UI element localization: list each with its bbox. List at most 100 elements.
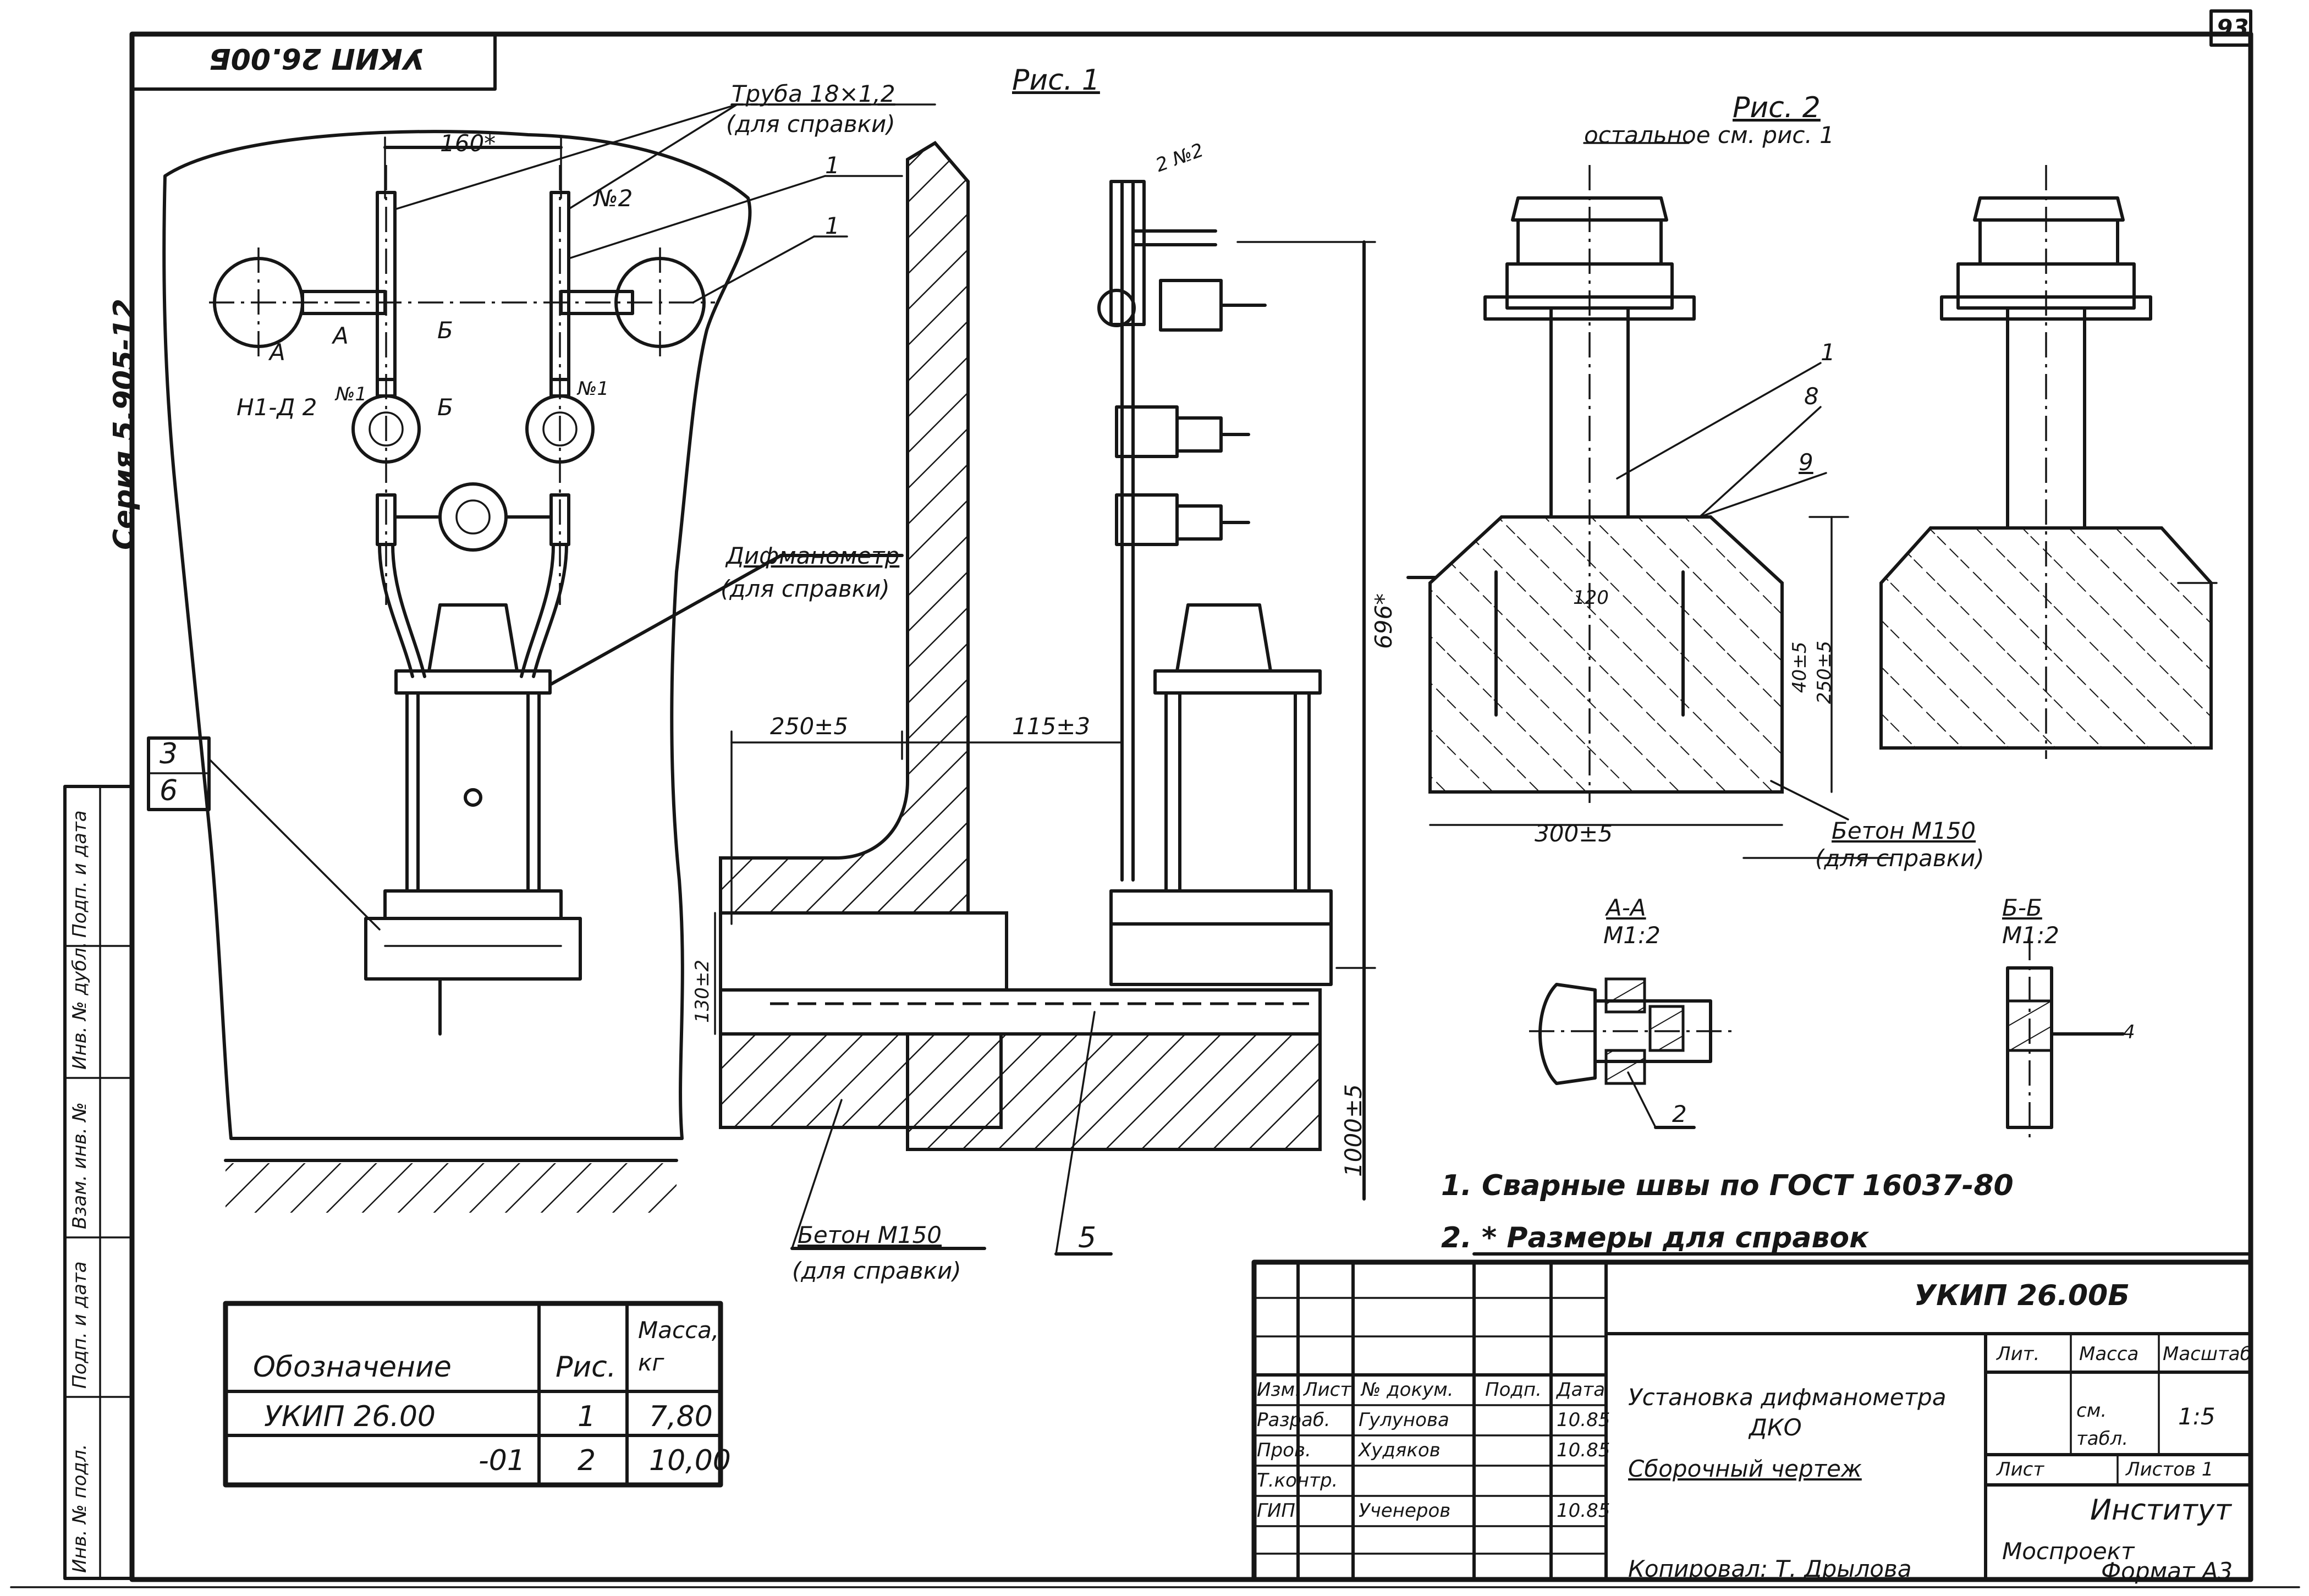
section-mark-b1: Б — [437, 317, 453, 344]
signer-1-role: Разраб. — [1257, 1409, 1331, 1431]
label-n2: №2 — [594, 185, 633, 212]
sign-header-change: Изм. — [1257, 1379, 1301, 1401]
label-5: 5 — [1078, 1221, 1097, 1254]
title-head-lit: Лит. — [1997, 1343, 2040, 1365]
fig1-title: Рис. 1 — [1012, 64, 1100, 97]
manometer-callout-title: Дифманометр — [726, 542, 900, 569]
signer-2-name: Худяков — [1359, 1439, 1441, 1461]
section-b-scale: М1:2 — [2002, 922, 2059, 949]
title-head-mass: Масса — [2079, 1343, 2139, 1365]
title-sheets-label: Листов 1 — [2126, 1459, 2214, 1481]
section-a-scale: М1:2 — [1603, 922, 1661, 949]
label-1-top: 1 — [825, 152, 840, 179]
fig2-concrete-note: (для справки) — [1815, 845, 1984, 872]
note-1: 1. Сварные швы по ГОСТ 16037-80 — [1441, 1169, 2014, 1202]
section-b-title: Б-Б — [2002, 894, 2042, 921]
sign-header-date: Дата — [1557, 1379, 1606, 1401]
top-stamp: УКИП 26.00Б — [209, 42, 425, 75]
section-b-dim: 4 — [2123, 1021, 2135, 1043]
dim-696: 696* — [1370, 593, 1397, 649]
signer-3-role: Т.контр. — [1257, 1470, 1338, 1492]
signer-1-date: 10.85 — [1557, 1409, 1610, 1431]
title-name-line-1: Установка дифманометра — [1628, 1384, 1947, 1411]
spec-row-2-designation: -01 — [479, 1444, 525, 1477]
section-a-title: А-А — [1606, 894, 1646, 921]
title-block-lines — [1251, 1252, 2253, 1582]
fig2-label-9: 9 — [1799, 449, 1813, 476]
title-org-line-2: Моспроект — [2002, 1538, 2135, 1565]
spec-header-fig: Рис. — [556, 1351, 617, 1384]
label-h1: Н1-Д 2 — [237, 394, 317, 421]
side-stamp-label-4: Инв. № дубл. — [69, 942, 91, 1070]
signer-2-role: Пров. — [1257, 1439, 1311, 1461]
series-label: Серия 5.905-12 — [108, 298, 141, 550]
section-a-label-2: 2 — [1672, 1100, 1687, 1127]
side-stamp-label-5: Подп. и дата — [69, 810, 91, 938]
dim-115: 115±3 — [1012, 713, 1091, 740]
title-scale-value: 1:5 — [2178, 1403, 2215, 1430]
section-views — [1529, 935, 2125, 1144]
title-head-scale: Масштаб — [2163, 1343, 2252, 1365]
spec-row-1-designation: УКИП 26.00 — [264, 1400, 436, 1433]
dim-160: 160* — [440, 130, 496, 157]
side-stamp-label-3: Взам. инв. № — [69, 1102, 91, 1229]
fig2-dim-300: 300±5 — [1535, 820, 1613, 847]
manometer-callout-note: (для справки) — [721, 575, 890, 602]
leader-lines — [395, 103, 1893, 859]
spec-row-2-fig: 2 — [578, 1444, 596, 1477]
label-n1-left: №1 — [336, 383, 367, 405]
fig2-subtitle: остальное см. рис. 1 — [1584, 122, 1834, 148]
title-doc-type: Сборочный чертеж — [1628, 1455, 1862, 1482]
side-stamp-label-1: Инв. № подл. — [69, 1444, 91, 1573]
title-mass-value: см. табл. — [2076, 1400, 2129, 1450]
fig1-front-view — [162, 130, 904, 1213]
concrete-callout-note: (для справки) — [792, 1257, 961, 1284]
label-6: 6 — [160, 774, 178, 807]
fig2-label-1: 1 — [1821, 339, 1835, 366]
title-doc-code: УКИП 26.00Б — [1914, 1279, 2130, 1312]
fig2-dim-120: 120 — [1573, 587, 1609, 609]
spec-header-designation: Обозначение — [253, 1351, 452, 1384]
section-mark-b2: Б — [437, 394, 453, 421]
fig2-dim-250: 250±5 — [1813, 640, 1835, 704]
spec-row-1-fig: 1 — [578, 1400, 596, 1433]
fig2-title: Рис. 2 — [1733, 91, 1821, 124]
label-1-right: 1 — [825, 212, 840, 239]
sign-header-doc: № докум. — [1361, 1379, 1454, 1401]
section-mark-a2: А — [333, 322, 349, 349]
note-2: 2. * Размеры для справок — [1441, 1221, 1869, 1254]
signer-1-name: Гулунова — [1359, 1409, 1449, 1431]
fig2-label-8: 8 — [1804, 383, 1819, 410]
concrete-callout-title: Бетон М150 — [798, 1221, 942, 1248]
sign-header-sign: Подп. — [1485, 1379, 1542, 1401]
signer-2-date: 10.85 — [1557, 1439, 1610, 1461]
signer-4-name: Ученеров — [1359, 1500, 1451, 1522]
dim-130: 130±2 — [691, 959, 713, 1023]
page-number: 93 — [2217, 14, 2249, 41]
sheet-frame — [10, 9, 2300, 1588]
label-n1-right: №1 — [578, 378, 609, 400]
fig2-views — [1406, 165, 2218, 826]
side-stamp-label-2: Подп. и дата — [69, 1261, 91, 1389]
pipe-callout-note: (для справки) — [726, 111, 895, 137]
fig2-concrete-title: Бетон М150 — [1832, 817, 1976, 844]
dim-1000: 1000±5 — [1340, 1084, 1367, 1177]
fig1-side-view — [714, 141, 1376, 1256]
label-3: 3 — [160, 738, 178, 771]
signer-4-date: 10.85 — [1557, 1500, 1610, 1522]
spec-row-1-mass: 7,80 — [649, 1400, 713, 1433]
title-format: Формат А3 — [2101, 1558, 2233, 1584]
title-name-line-2: ДКО — [1749, 1414, 1802, 1441]
spec-row-2-mass: 10,00 — [649, 1444, 731, 1477]
spec-header-mass: Масса, кг — [638, 1317, 719, 1376]
pipe-callout-title: Труба 18×1,2 — [732, 80, 895, 107]
title-copied-by: Копировал: Т. Дрылова — [1628, 1555, 1912, 1582]
spec-table-lines — [223, 1301, 723, 1488]
sign-header-sheet: Лист — [1304, 1379, 1351, 1401]
fig2-dim-40: 40±5 — [1789, 641, 1811, 693]
title-sheet-label: Лист — [1997, 1459, 2044, 1481]
dim-250: 250±5 — [770, 713, 849, 740]
signer-4-role: ГИП — [1257, 1500, 1295, 1522]
